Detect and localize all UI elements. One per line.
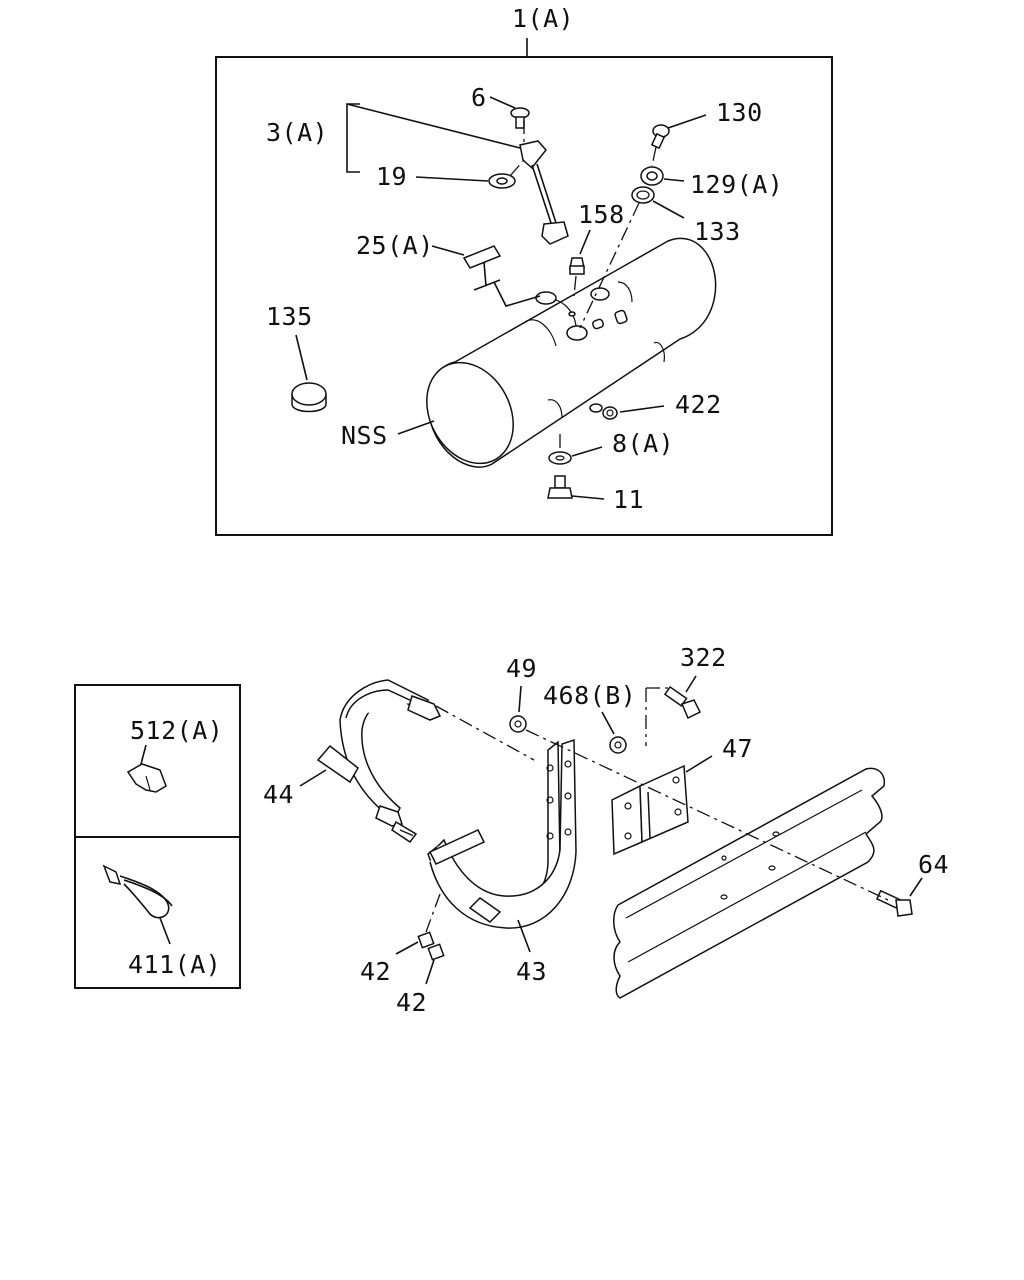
detail-box-411a: 411(A): [74, 836, 241, 989]
clip-512a: [126, 763, 167, 793]
label-8a: 8(A): [612, 429, 674, 458]
label-411a: 411(A): [128, 950, 221, 979]
detail-box-512a: 512(A): [74, 684, 241, 838]
label-11: 11: [613, 485, 644, 514]
drain-bolt-11: [547, 475, 573, 499]
label-49: 49: [506, 654, 537, 683]
label-468b: 468(B): [543, 681, 636, 710]
bolt-64: [875, 889, 913, 917]
label-42-upper: 42: [360, 957, 391, 986]
fuel-sender-unit: [519, 140, 569, 245]
nut-42-upper: [417, 931, 435, 949]
label-42-lower: 42: [396, 988, 427, 1017]
frame-rail: [613, 767, 886, 999]
assembly-frame: [215, 56, 833, 536]
bracket-25a: [462, 245, 502, 291]
label-19: 19: [376, 162, 407, 191]
label-130: 130: [716, 98, 763, 127]
strap-44: [316, 679, 442, 844]
screw-6: [510, 107, 530, 129]
vent-valve-158: [569, 257, 585, 275]
label-512a: 512(A): [130, 716, 223, 745]
label-158: 158: [578, 200, 625, 229]
fuel-tank-assembly-panel: 1(A) NSS 3(A): [215, 4, 833, 536]
label-1a: 1(A): [512, 4, 574, 33]
tank-mount-assembly: 44 43 47: [263, 643, 949, 1017]
plug-422: [602, 406, 618, 420]
tank-port-filler: [566, 325, 588, 341]
bracket-3a: [346, 103, 360, 173]
nut-49: [509, 715, 527, 733]
cap-129a: [640, 166, 664, 186]
bracket-47: [611, 764, 689, 856]
strap-43: [427, 738, 577, 929]
label-47: 47: [722, 734, 753, 763]
nut-42-lower: [427, 943, 445, 961]
label-44: 44: [263, 780, 294, 809]
label-422: 422: [675, 390, 722, 419]
screw-130: [650, 124, 670, 150]
label-135: 135: [266, 302, 313, 331]
tank-port-vent: [590, 287, 610, 301]
fuel-tank: [426, 237, 717, 468]
gasket-19: [488, 173, 516, 189]
label-6: 6: [471, 83, 487, 112]
washer-8a: [548, 451, 572, 465]
gasket-133: [631, 186, 655, 204]
leader-nss: [397, 420, 435, 435]
cap-135: [291, 382, 327, 413]
label-43: 43: [516, 957, 547, 986]
label-322: 322: [680, 643, 727, 672]
bolt-322: [663, 685, 702, 720]
label-nss: NSS: [341, 421, 388, 450]
label-25a: 25(A): [356, 231, 434, 260]
label-129a: 129(A): [690, 170, 783, 199]
label-64: 64: [918, 850, 949, 879]
cable-tie-411a: [102, 864, 173, 919]
nut-468b: [609, 736, 627, 754]
tank-port-sender: [535, 291, 557, 305]
label-3a: 3(A): [266, 118, 328, 147]
label-133: 133: [694, 217, 741, 246]
